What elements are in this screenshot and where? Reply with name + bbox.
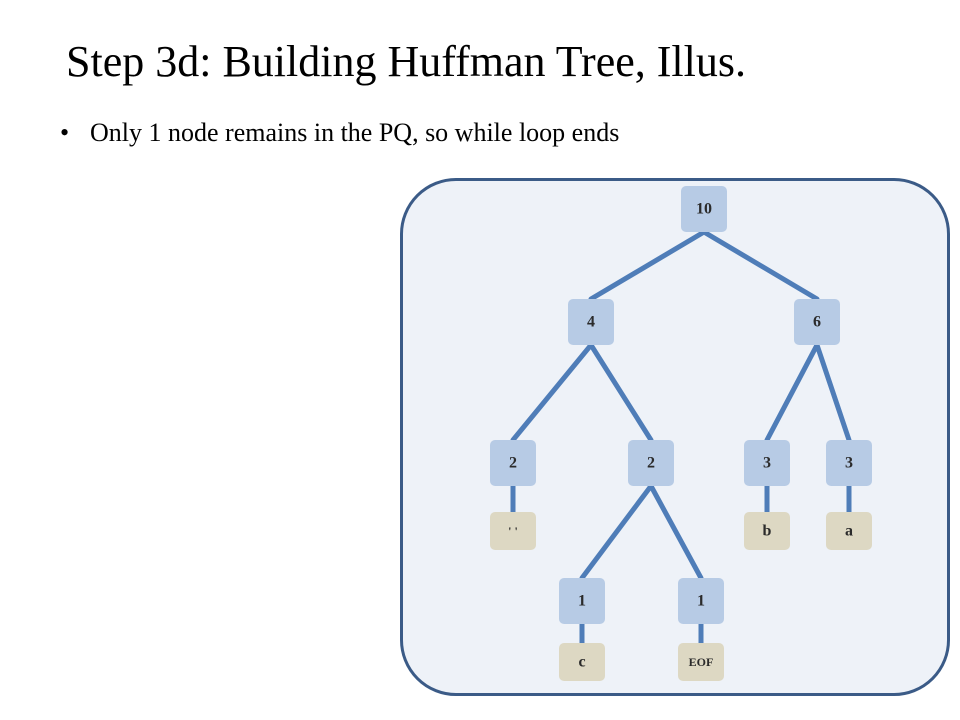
node-label: 4 [587,314,595,331]
tree-edge-n2b-n1b [648,483,704,581]
node-box [681,186,727,232]
tree-panel [400,178,950,696]
count-node-n1a: 1 [559,578,605,624]
count-node-root: 10 [681,186,727,232]
count-node-n1b: 1 [678,578,724,624]
node-label: a [845,523,853,540]
node-label: 10 [696,201,712,218]
node-box [490,512,536,550]
tree-edge-n4-n2b [588,342,654,443]
slide-title: Step 3d: Building Huffman Tree, Illus. [66,37,746,86]
node-label: 2 [647,455,655,472]
node-box [628,440,674,486]
count-node-n4: 4 [568,299,614,345]
bullet-text: Only 1 node remains in the PQ, so while … [90,118,620,147]
node-box [559,578,605,624]
tree-edge-root-n6 [701,229,820,302]
node-box [568,299,614,345]
node-label: c [578,654,585,671]
node-box [744,440,790,486]
count-node-n2b: 2 [628,440,674,486]
tree-edges [510,229,852,646]
node-label: EOF [689,655,714,669]
count-node-n2a: 2 [490,440,536,486]
bullet-dot: • [60,118,70,147]
node-box [826,440,872,486]
tree-edge-root-n4 [588,229,707,302]
node-label: 3 [845,455,853,472]
node-box [744,512,790,550]
node-box [794,299,840,345]
leaf-node-eof: EOF [678,643,724,681]
leaf-node-b: b [744,512,790,550]
node-label: b [763,523,772,540]
node-label: 2 [509,455,517,472]
count-node-n6: 6 [794,299,840,345]
node-box [559,643,605,681]
count-node-n3b: 3 [826,440,872,486]
tree-edge-n6-n3a [764,342,820,443]
tree-nodes: 10 4 6 2 2 3 3 ' ' b a 1 1 c EOF [490,186,872,681]
count-node-n3a: 3 [744,440,790,486]
node-box [678,578,724,624]
node-label: 1 [697,593,705,610]
tree-edge-n2b-n1a [579,483,654,581]
node-label: 6 [813,314,821,331]
node-label: 1 [578,593,586,610]
leaf-node-space: ' ' [490,512,536,550]
node-box [678,643,724,681]
node-label: ' ' [508,524,518,538]
node-box [826,512,872,550]
tree-edge-n4-n2a [510,342,594,443]
tree-edge-n6-n3b [814,342,852,443]
bullet-item: • Only 1 node remains in the PQ, so while… [60,118,619,148]
node-label: 3 [763,455,771,472]
node-box [490,440,536,486]
leaf-node-c: c [559,643,605,681]
leaf-node-a: a [826,512,872,550]
